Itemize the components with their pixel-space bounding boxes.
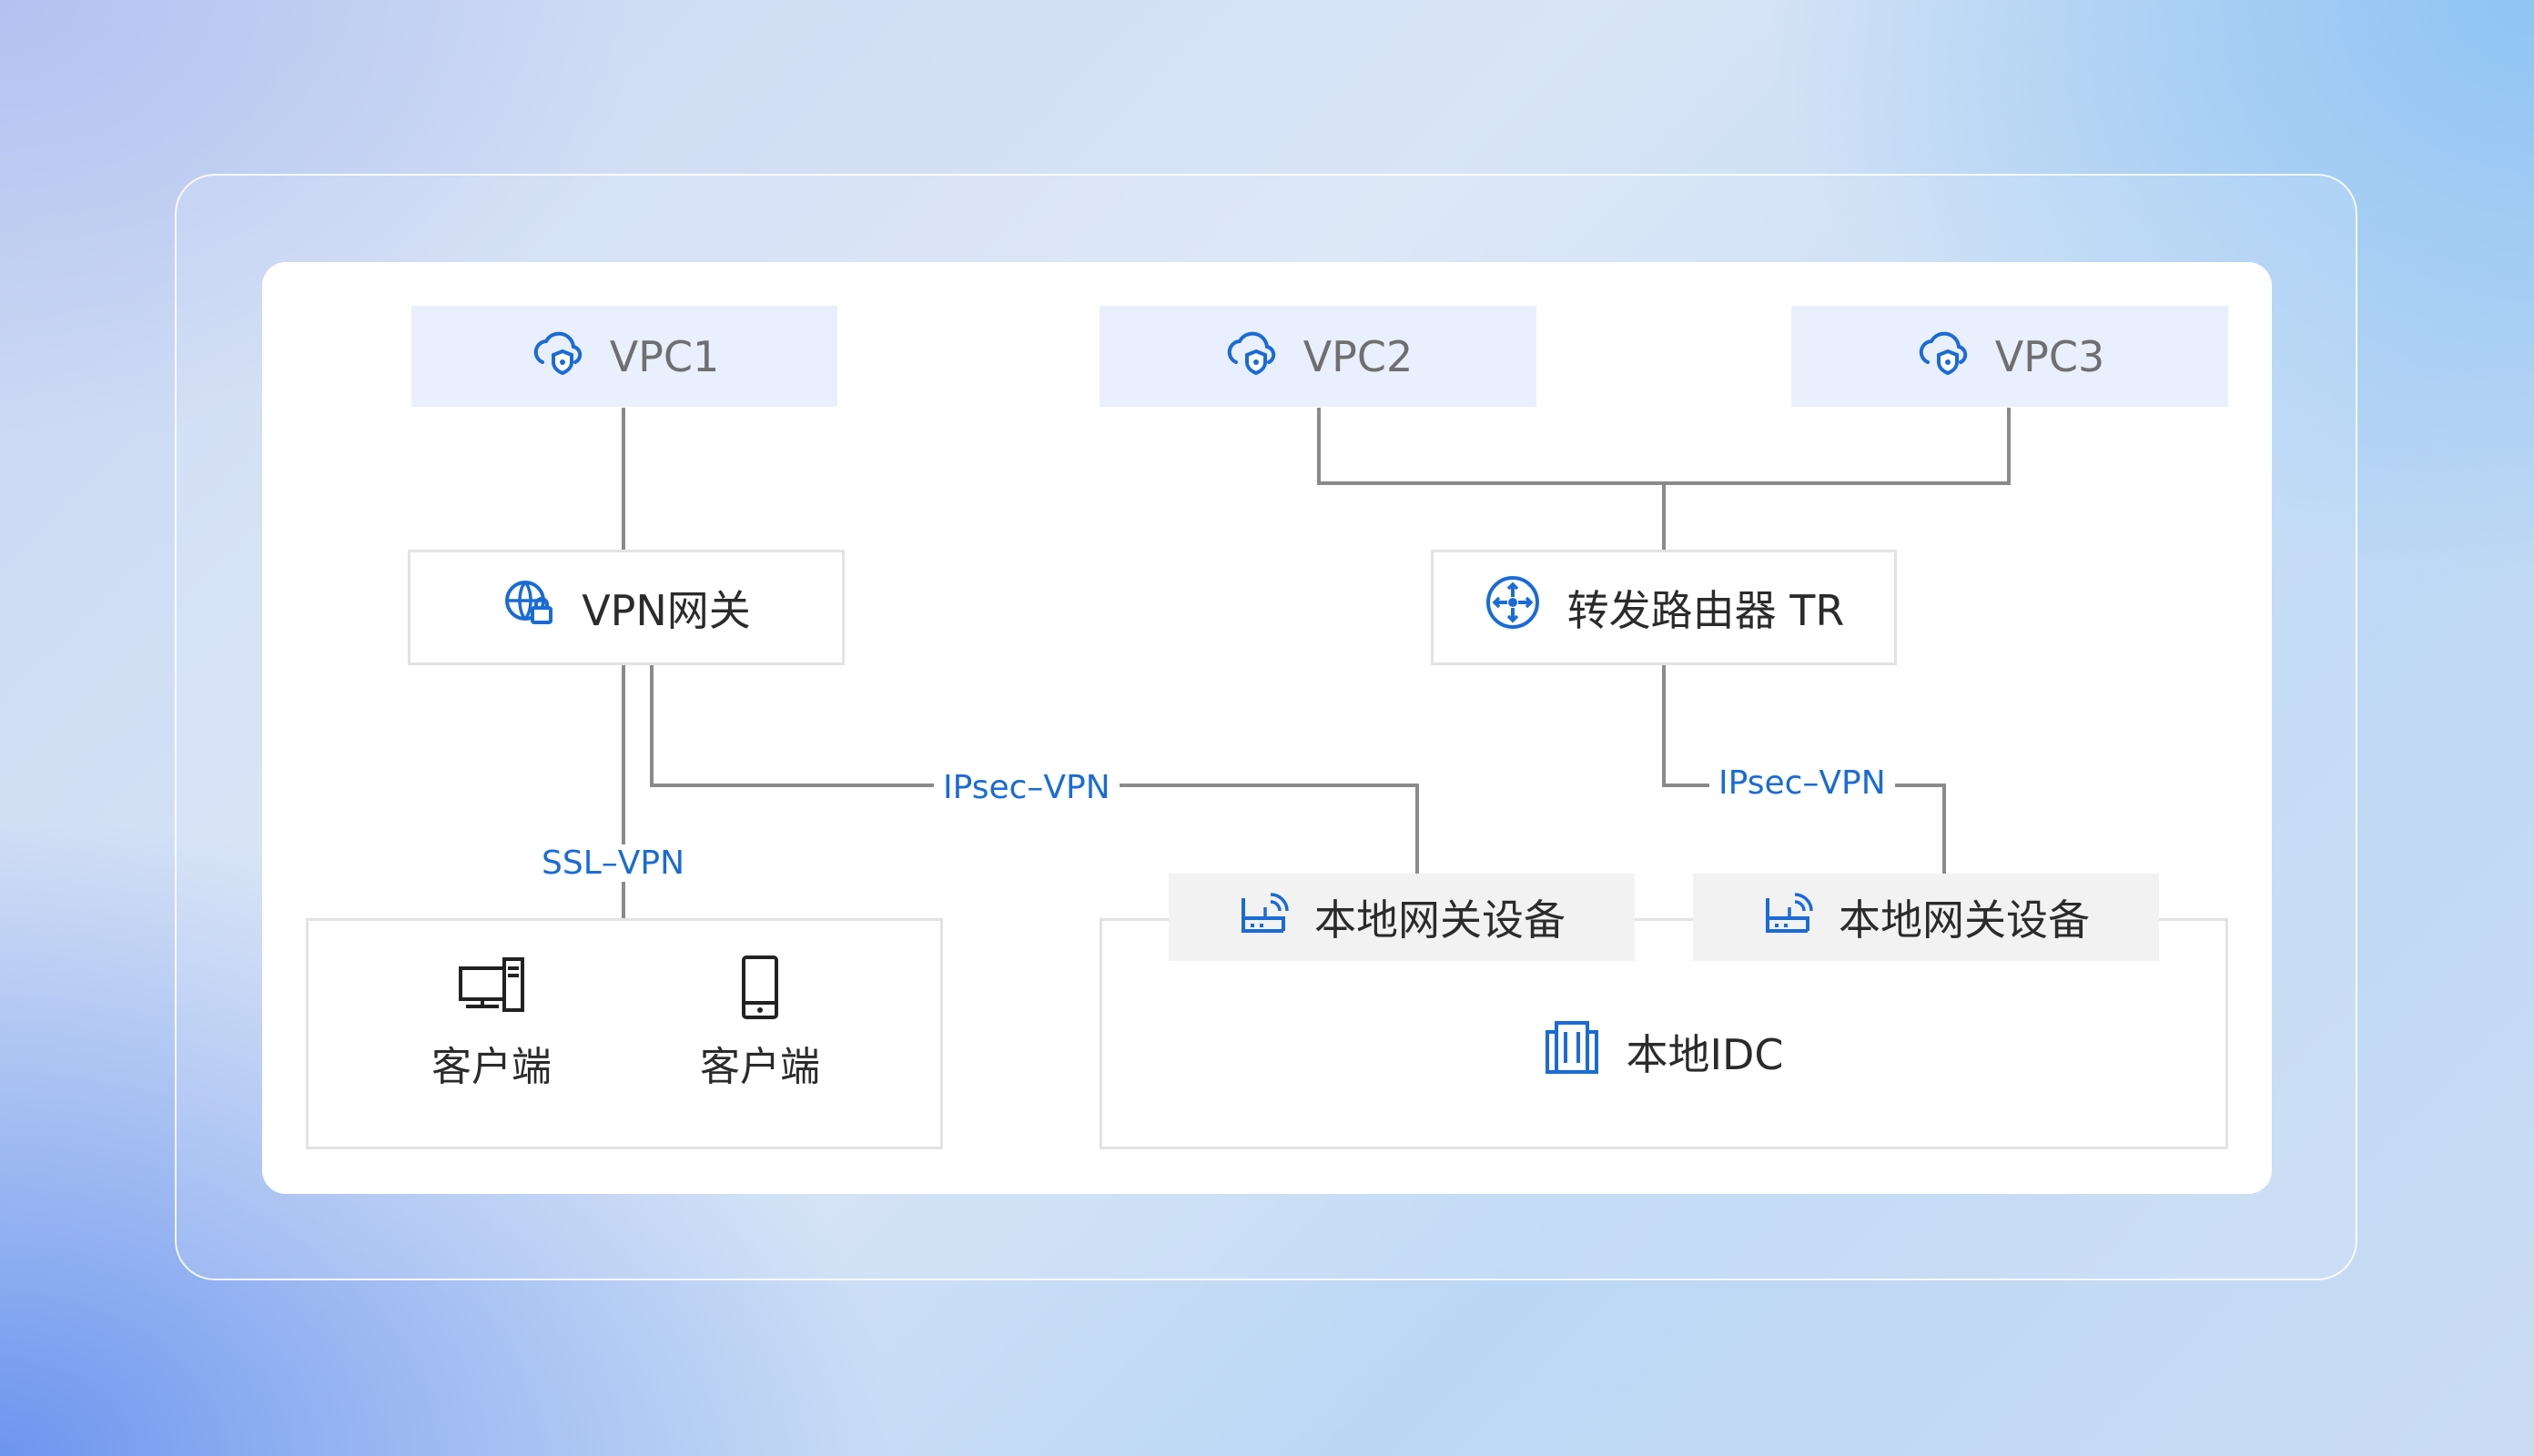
mobile-icon	[742, 956, 778, 1019]
clients-group	[306, 918, 943, 1149]
router-icon	[1484, 573, 1542, 642]
ipsec-vpn-label-left: IPsec–VPN	[934, 769, 1120, 806]
idc-label: 本地IDC	[1626, 1030, 1784, 1079]
vpn-gateway-box[interactable]: VPN网关	[408, 550, 845, 665]
ssl-vpn-label: SSL–VPN	[532, 844, 694, 882]
ipsec-vpn-label-right: IPsec–VPN	[1709, 764, 1895, 802]
client-desktop[interactable]: 客户端	[419, 956, 564, 1092]
building-icon	[1544, 1019, 1600, 1086]
globe-lock-icon	[502, 577, 556, 638]
local-gateway-1[interactable]: 本地网关设备	[1169, 874, 1635, 961]
local-gateway-1-label: 本地网关设备	[1314, 895, 1566, 945]
gateway-device-icon	[1238, 889, 1289, 946]
client-mobile-label: 客户端	[700, 1044, 820, 1090]
line-vpc2-vpc3-bus	[1317, 408, 2011, 485]
vpc3-box[interactable]: VPC3	[1791, 306, 2228, 407]
vpc1-label: VPC1	[609, 331, 720, 381]
client-mobile[interactable]: 客户端	[687, 956, 833, 1092]
local-gateway-2[interactable]: 本地网关设备	[1693, 874, 2159, 961]
idc-label-row[interactable]: 本地IDC	[1100, 1012, 2228, 1092]
desktop-icon	[459, 957, 524, 1012]
vpn-gateway-label: VPN网关	[582, 585, 751, 635]
client-desktop-label: 客户端	[431, 1044, 552, 1090]
gateway-device-icon	[1762, 889, 1813, 946]
cloud-shield-icon	[1915, 326, 1970, 387]
cloud-shield-icon	[1223, 326, 1278, 387]
vpc1-box[interactable]: VPC1	[411, 306, 837, 407]
local-gateway-2-label: 本地网关设备	[1839, 895, 2090, 945]
vpc3-label: VPC3	[1994, 331, 2105, 381]
vpc2-box[interactable]: VPC2	[1100, 306, 1536, 407]
vpc2-label: VPC2	[1302, 331, 1414, 381]
transit-router-box[interactable]: 转发路由器 TR	[1431, 550, 1897, 665]
cloud-shield-icon	[530, 326, 584, 387]
transit-router-label: 转发路由器 TR	[1566, 585, 1845, 635]
